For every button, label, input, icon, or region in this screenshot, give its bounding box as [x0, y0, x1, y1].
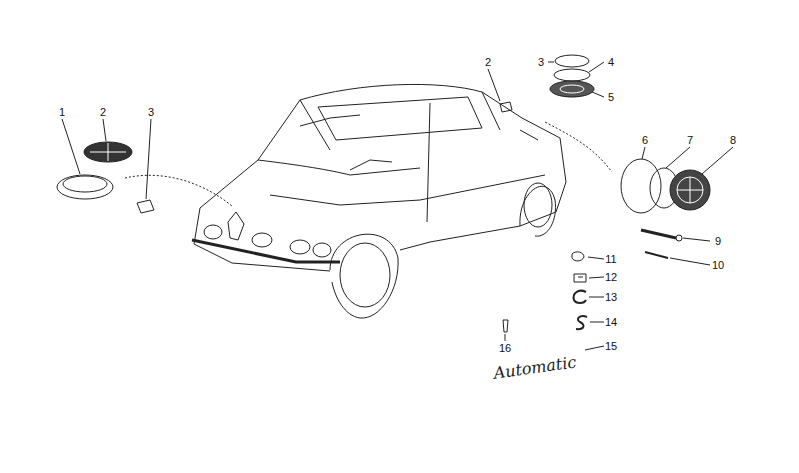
callout-number: 2: [485, 57, 491, 68]
callout-number: 3: [148, 107, 154, 118]
callout-number: 10: [712, 260, 724, 271]
callout-number: 4: [608, 57, 614, 68]
callout-number: 16: [499, 343, 511, 354]
callout-number: 9: [715, 236, 721, 247]
callout-number: 12: [605, 272, 617, 283]
callout-number: 3: [538, 57, 544, 68]
callout-number: 2: [100, 107, 106, 118]
callout-number: 6: [642, 135, 648, 146]
callout-number: 15: [605, 341, 617, 352]
badge-script: Automatic: [493, 354, 578, 381]
callout-number: 13: [605, 292, 617, 303]
callout-number: 5: [608, 92, 614, 103]
callout-number: 8: [730, 135, 736, 146]
callout-number: 11: [605, 254, 616, 265]
callout-number: 1: [59, 107, 65, 118]
callout-number: 7: [687, 135, 693, 146]
callout-number: 14: [605, 317, 617, 328]
